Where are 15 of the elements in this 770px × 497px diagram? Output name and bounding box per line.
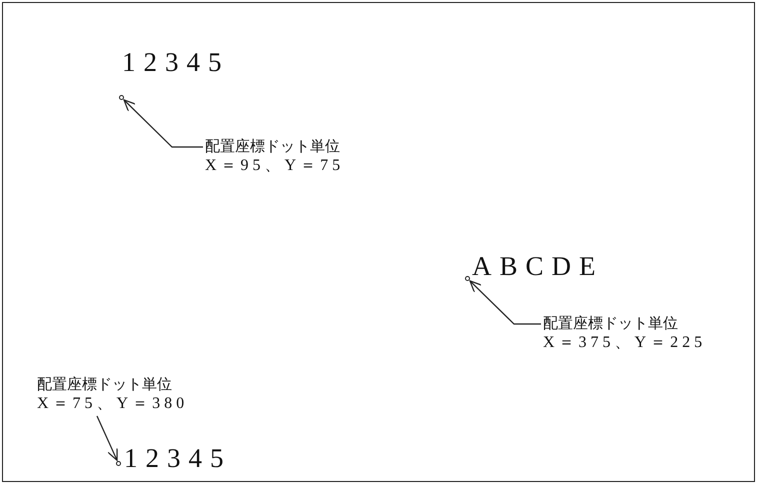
leader-arrow (469, 280, 541, 325)
callout-text: 配置座標ドット単位 (543, 313, 679, 333)
callout-text: 配置座標ドット単位 (37, 374, 173, 394)
callout-text: 配置座標ドット単位 (205, 136, 341, 156)
leader-arrow (96, 416, 118, 461)
sample-text: ABCDE (472, 251, 604, 281)
origin-point (119, 95, 124, 100)
leader-arrow (123, 99, 203, 148)
sample-text: 12345 (124, 443, 232, 473)
origin-point (116, 461, 121, 466)
sample-text: 12345 (122, 47, 230, 77)
coordinate-text: X＝375、Y＝225 (543, 333, 706, 353)
coordinate-text: X＝95、Y＝75 (205, 156, 344, 176)
origin-point (465, 276, 470, 281)
coordinate-text: X＝75、Y＝380 (37, 394, 188, 414)
